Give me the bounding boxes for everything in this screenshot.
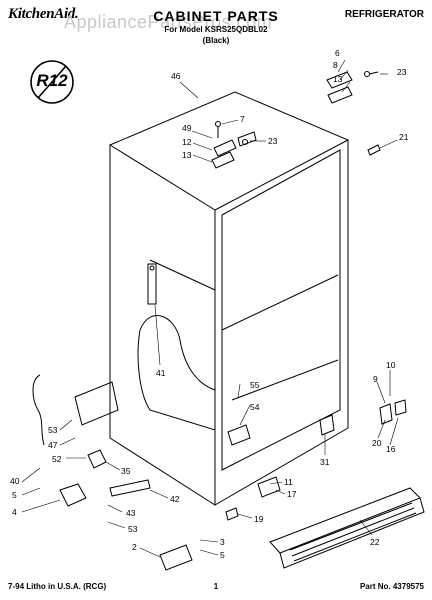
callout-5b: 5 — [220, 550, 225, 560]
lower-left-parts — [32, 263, 193, 571]
callout-42: 42 — [170, 494, 180, 504]
category-label: REFRIGERATOR — [344, 9, 424, 20]
callout-55: 55 — [250, 380, 260, 390]
page-title: CABINET PARTS — [153, 8, 279, 24]
callout-53b: 53 — [128, 524, 138, 534]
r12-badge: R12 — [30, 60, 74, 104]
page-number: 1 — [213, 582, 219, 591]
r12-badge-slash — [37, 65, 67, 99]
callout-52: 52 — [52, 454, 62, 464]
callout-21: 21 — [399, 132, 409, 142]
grille — [269, 487, 425, 569]
part-number: Part No. 4379575 — [359, 582, 424, 591]
callout-13: 13 — [333, 74, 343, 84]
callout-54: 54 — [250, 402, 260, 412]
footer: 7-94 Litho in U.S.A. (RCG) 1 Part No. 43… — [8, 582, 424, 596]
callout-19: 19 — [254, 514, 264, 524]
color-label: (Black) — [202, 36, 230, 45]
callout-23: 23 — [397, 67, 407, 77]
callout-labels: 46 6 8 13 23 49 7 12 13 23 21 41 55 54 1… — [10, 48, 409, 560]
callout-8: 8 — [333, 60, 338, 70]
callout-20: 20 — [372, 438, 382, 448]
callout-17: 17 — [287, 489, 297, 499]
litho-note: 7-94 Litho in U.S.A. (RCG) — [8, 582, 107, 591]
callout-3: 3 — [220, 537, 225, 547]
watermark: AppliancePartsPros.com — [64, 12, 273, 32]
callout-6: 6 — [335, 48, 340, 58]
callout-5: 5 — [12, 490, 17, 500]
r12-badge-label: R12 — [36, 71, 68, 90]
callout-49: 49 — [182, 123, 192, 133]
callout-23b: 23 — [268, 136, 278, 146]
callout-10: 10 — [386, 360, 396, 370]
callout-31: 31 — [320, 457, 330, 467]
callout-7: 7 — [240, 114, 245, 124]
r12-badge-circle — [30, 60, 74, 104]
callout-4: 4 — [12, 507, 17, 517]
callout-35: 35 — [121, 466, 131, 476]
lower-right-parts — [225, 399, 407, 521]
header: KitchenAid. AppliancePartsPros.com CABIN… — [8, 6, 424, 52]
callout-2: 2 — [132, 542, 137, 552]
cabinet — [109, 91, 350, 506]
callout-22: 22 — [370, 537, 380, 547]
callout-47: 47 — [48, 440, 58, 450]
callout-40: 40 — [10, 476, 20, 486]
brand-logo: KitchenAid. — [8, 6, 79, 22]
callout-16: 16 — [386, 444, 396, 454]
leader-lines — [21, 59, 399, 558]
callout-9: 9 — [373, 374, 378, 384]
callout-53: 53 — [48, 425, 58, 435]
callout-46: 46 — [171, 71, 181, 81]
callout-43: 43 — [126, 508, 136, 518]
callout-13b: 13 — [182, 150, 192, 160]
callout-12: 12 — [182, 137, 192, 147]
top-hinge-parts — [211, 71, 381, 169]
model-subtitle: For Model KSRS25QDBL02 — [164, 25, 268, 34]
callout-11: 11 — [284, 477, 293, 487]
callout-41: 41 — [156, 368, 166, 378]
